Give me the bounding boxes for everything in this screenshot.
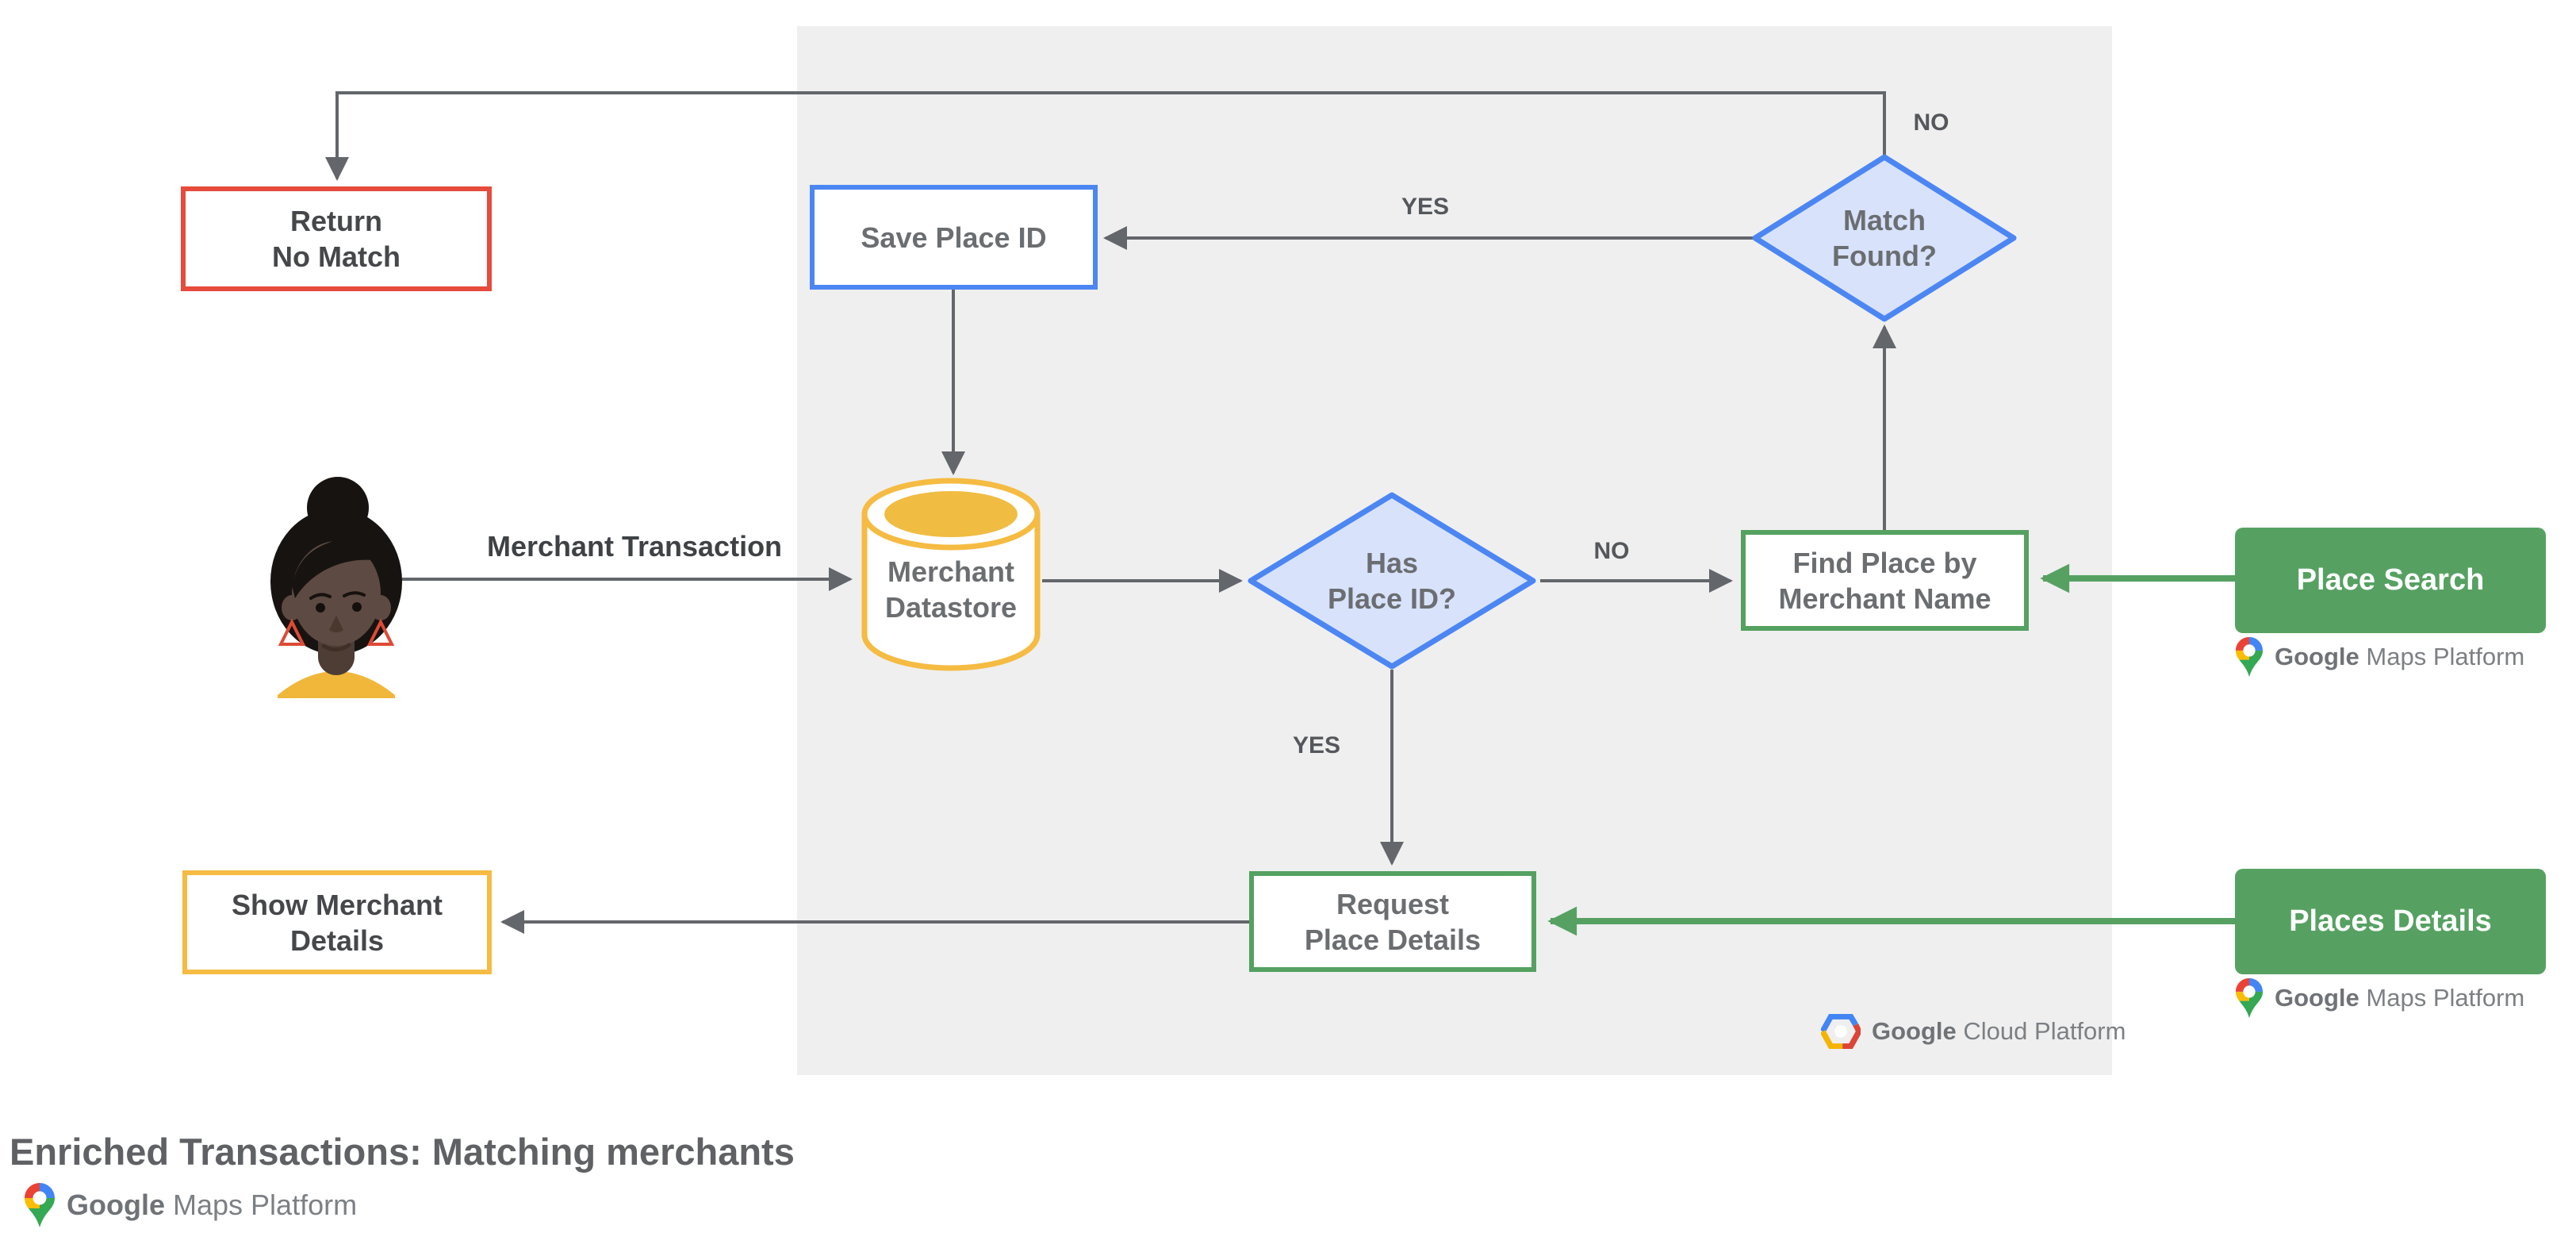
decision-match-found: Match Found? <box>1750 152 2019 324</box>
google-maps-pin-icon <box>2235 636 2264 678</box>
find-place-label: Find Place by Merchant Name <box>1778 546 1991 615</box>
edge-label-has-place-id-yes: YES <box>1292 732 1341 758</box>
has-place-id-label: Has Place ID? <box>1327 547 1457 615</box>
match-found-label: Match Found? <box>1832 204 1937 272</box>
show-merchant-details-label: Show Merchant Details <box>231 888 443 957</box>
diagram-title: Enriched Transactions: Matching merchant… <box>10 1131 795 1173</box>
decision-has-place-id: Has Place ID? <box>1245 490 1539 671</box>
avatar-earring-right <box>366 618 395 646</box>
avatar-hair-fringe <box>292 533 382 598</box>
merchant-datastore-label: Merchant Datastore <box>884 555 1018 624</box>
flow-node-show-merchant-details: Show Merchant Details <box>182 870 492 974</box>
gcp-hexagon-icon <box>1821 1014 1861 1049</box>
decision-has-place-id-shape <box>1248 492 1536 670</box>
api-node-places-details: Places Details <box>2235 869 2546 974</box>
place-search-label: Place Search <box>2296 563 2485 597</box>
avatar-earring-left <box>278 618 306 646</box>
return-no-match-label: Return No Match <box>272 205 401 273</box>
edge-label-match-found-no: NO <box>1913 109 1949 136</box>
gmp-lockup-text: Google Maps Platform <box>67 1189 358 1221</box>
avatar-shirt <box>278 671 395 698</box>
flow-node-find-place-by-merchant-name: Find Place by Merchant Name <box>1741 530 2029 631</box>
avatar-mouth <box>321 643 351 652</box>
edge-label-match-found-yes: YES <box>1401 194 1450 220</box>
gcp-lockup-text: Google Cloud Platform <box>1872 1017 2126 1045</box>
gmp-lockup-footer: Google Maps Platform <box>24 1182 357 1228</box>
datastore-cylinder-icon <box>861 478 1041 671</box>
gmp-lockup-text: Google Maps Platform <box>2275 984 2525 1012</box>
google-maps-pin-icon <box>25 1183 55 1227</box>
request-place-details-label: Request Place Details <box>1304 887 1482 956</box>
flow-node-merchant-datastore: Merchant Datastore <box>860 530 1042 649</box>
avatar-nose <box>329 616 343 632</box>
flow-node-save-place-id: Save Place ID <box>810 185 1098 290</box>
gcp-lockup: Google Cloud Platform <box>1821 1014 2126 1049</box>
gmp-lockup-place-search: Google Maps Platform <box>2235 636 2524 678</box>
google-maps-pin-icon <box>2235 977 2264 1019</box>
edge-label-merchant-transaction: Merchant Transaction <box>486 530 783 563</box>
flow-node-request-place-details: Request Place Details <box>1249 871 1536 972</box>
flow-node-return-no-match: Return No Match <box>181 186 492 291</box>
api-node-place-search: Place Search <box>2235 528 2546 633</box>
edge-label-has-place-id-no: NO <box>1593 538 1630 564</box>
gmp-lockup-places-details: Google Maps Platform <box>2235 977 2524 1019</box>
user-avatar <box>270 477 402 698</box>
decision-match-found-shape <box>1752 154 2017 322</box>
places-details-label: Places Details <box>2289 904 2492 938</box>
save-place-id-label: Save Place ID <box>861 221 1047 254</box>
gmp-lockup-text: Google Maps Platform <box>2275 643 2525 670</box>
